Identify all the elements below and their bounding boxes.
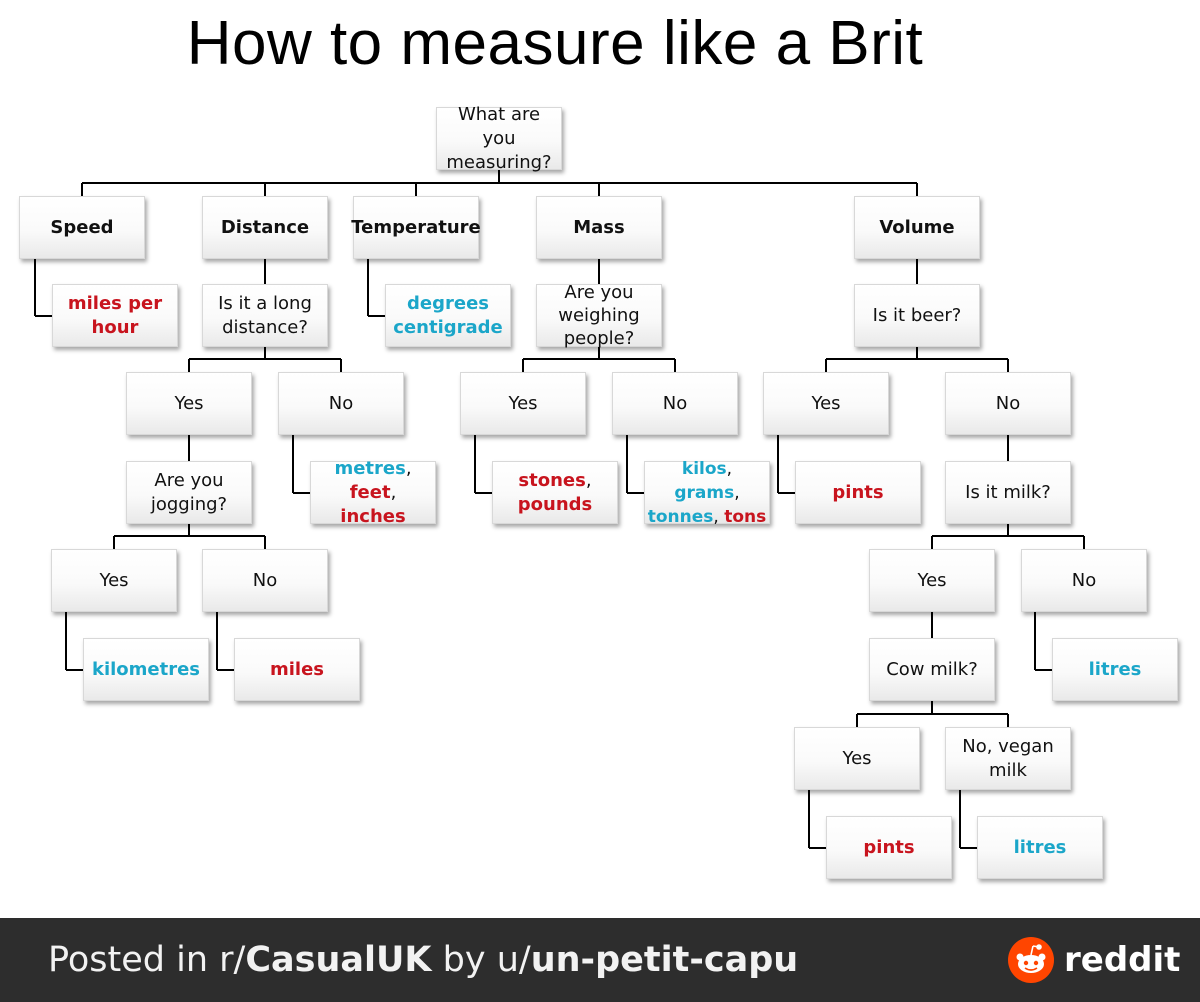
node-weighing-people: Are you weighing people? bbox=[536, 282, 662, 349]
subreddit-link[interactable]: CasualUK bbox=[245, 940, 432, 980]
node-are-you-jogging: Are you jogging? bbox=[126, 461, 252, 524]
node-metres-feet-inches: metres, feet, inches bbox=[310, 457, 436, 527]
separator: , bbox=[405, 457, 412, 479]
node-volume: Volume bbox=[854, 196, 980, 259]
node-jogging-no: No bbox=[202, 549, 328, 612]
node-mass-no: No bbox=[612, 372, 738, 435]
username-link[interactable]: un-petit-capu bbox=[530, 940, 799, 980]
node-text: distance? bbox=[222, 316, 308, 338]
node-is-it-milk: Is it milk? bbox=[945, 461, 1071, 524]
node-is-it-beer: Is it beer? bbox=[854, 284, 980, 347]
page-title: How to measure like a Brit bbox=[186, 9, 924, 78]
node-miles-per-hour: miles per hour bbox=[52, 284, 178, 347]
node-milk-yes: Yes bbox=[869, 549, 995, 612]
node-mass: Mass bbox=[536, 196, 662, 259]
node-text: Are you bbox=[564, 282, 634, 303]
node-cow-milk-yes: Yes bbox=[794, 727, 920, 790]
node-cow-milk: Cow milk? bbox=[869, 638, 995, 701]
reddit-alien-icon bbox=[1008, 937, 1054, 983]
node-speed: Speed bbox=[19, 196, 145, 259]
node-text: milk bbox=[989, 759, 1027, 781]
node-litres-not-milk: litres bbox=[1052, 638, 1178, 701]
posted-prefix: Posted in r/ bbox=[48, 940, 246, 980]
node-text: Is it a long bbox=[218, 292, 312, 314]
separator: , bbox=[585, 469, 592, 491]
node-text: jogging? bbox=[150, 493, 228, 515]
node-text: weighing bbox=[558, 305, 640, 326]
posted-by: by u/ bbox=[431, 940, 531, 980]
reddit-wordmark: reddit bbox=[1064, 940, 1181, 980]
node-text: miles per bbox=[67, 292, 163, 314]
posted-by-line: Posted in r/CasualUK by u/un-petit-capu bbox=[48, 940, 798, 980]
node-mass-yes: Yes bbox=[460, 372, 586, 435]
node-is-it-long-distance: Is it a long distance? bbox=[202, 284, 328, 347]
node-no-vegan-milk: No, vegan milk bbox=[945, 727, 1071, 790]
node-litres-vegan-milk: litres bbox=[977, 816, 1103, 879]
node-text: What are you bbox=[457, 103, 541, 149]
unit-stones: stones bbox=[518, 469, 586, 491]
node-distance: Distance bbox=[202, 196, 328, 259]
node-text: people? bbox=[563, 328, 635, 349]
node-text: hour bbox=[91, 316, 139, 338]
node-text: measuring? bbox=[446, 151, 552, 173]
node-temperature: Temperature bbox=[351, 196, 481, 259]
node-distance-yes: Yes bbox=[126, 372, 252, 435]
unit-pounds: pounds bbox=[517, 493, 593, 515]
reddit-logo: reddit bbox=[1008, 937, 1181, 983]
node-beer-no: No bbox=[945, 372, 1071, 435]
separator: , bbox=[390, 481, 397, 503]
unit-tonnes: tonnes bbox=[647, 506, 714, 527]
unit-kilos: kilos bbox=[681, 458, 727, 479]
node-what-are-you-measuring: What are you measuring? bbox=[436, 104, 562, 173]
separator: , bbox=[726, 458, 733, 479]
unit-inches: inches bbox=[340, 505, 406, 527]
node-stones-pounds: stones, pounds bbox=[492, 461, 618, 524]
node-miles: miles bbox=[234, 638, 360, 701]
separator: , bbox=[734, 482, 740, 503]
node-kilos-grams-tonnes-tons: kilos, grams, tonnes, tons bbox=[644, 458, 770, 527]
node-milk-no: No bbox=[1021, 549, 1147, 612]
node-kilometres: kilometres bbox=[83, 638, 209, 701]
node-text: centigrade bbox=[393, 316, 503, 338]
reddit-footer: Posted in r/CasualUK by u/un-petit-capu … bbox=[0, 918, 1200, 1002]
node-pints-beer: pints bbox=[795, 461, 921, 524]
unit-feet: feet bbox=[349, 481, 391, 503]
node-text: No, vegan bbox=[962, 735, 1054, 757]
node-distance-no: No bbox=[278, 372, 404, 435]
node-beer-yes: Yes bbox=[763, 372, 889, 435]
unit-grams: grams bbox=[674, 482, 735, 503]
node-degrees-centigrade: degrees centigrade bbox=[385, 284, 511, 347]
node-pints-cow-milk: pints bbox=[826, 816, 952, 879]
node-text: Are you bbox=[154, 469, 224, 491]
separator: , bbox=[713, 506, 719, 527]
unit-metres: metres bbox=[334, 457, 406, 479]
node-jogging-yes: Yes bbox=[51, 549, 177, 612]
unit-tons: tons bbox=[724, 506, 767, 527]
node-text: degrees bbox=[407, 292, 489, 314]
